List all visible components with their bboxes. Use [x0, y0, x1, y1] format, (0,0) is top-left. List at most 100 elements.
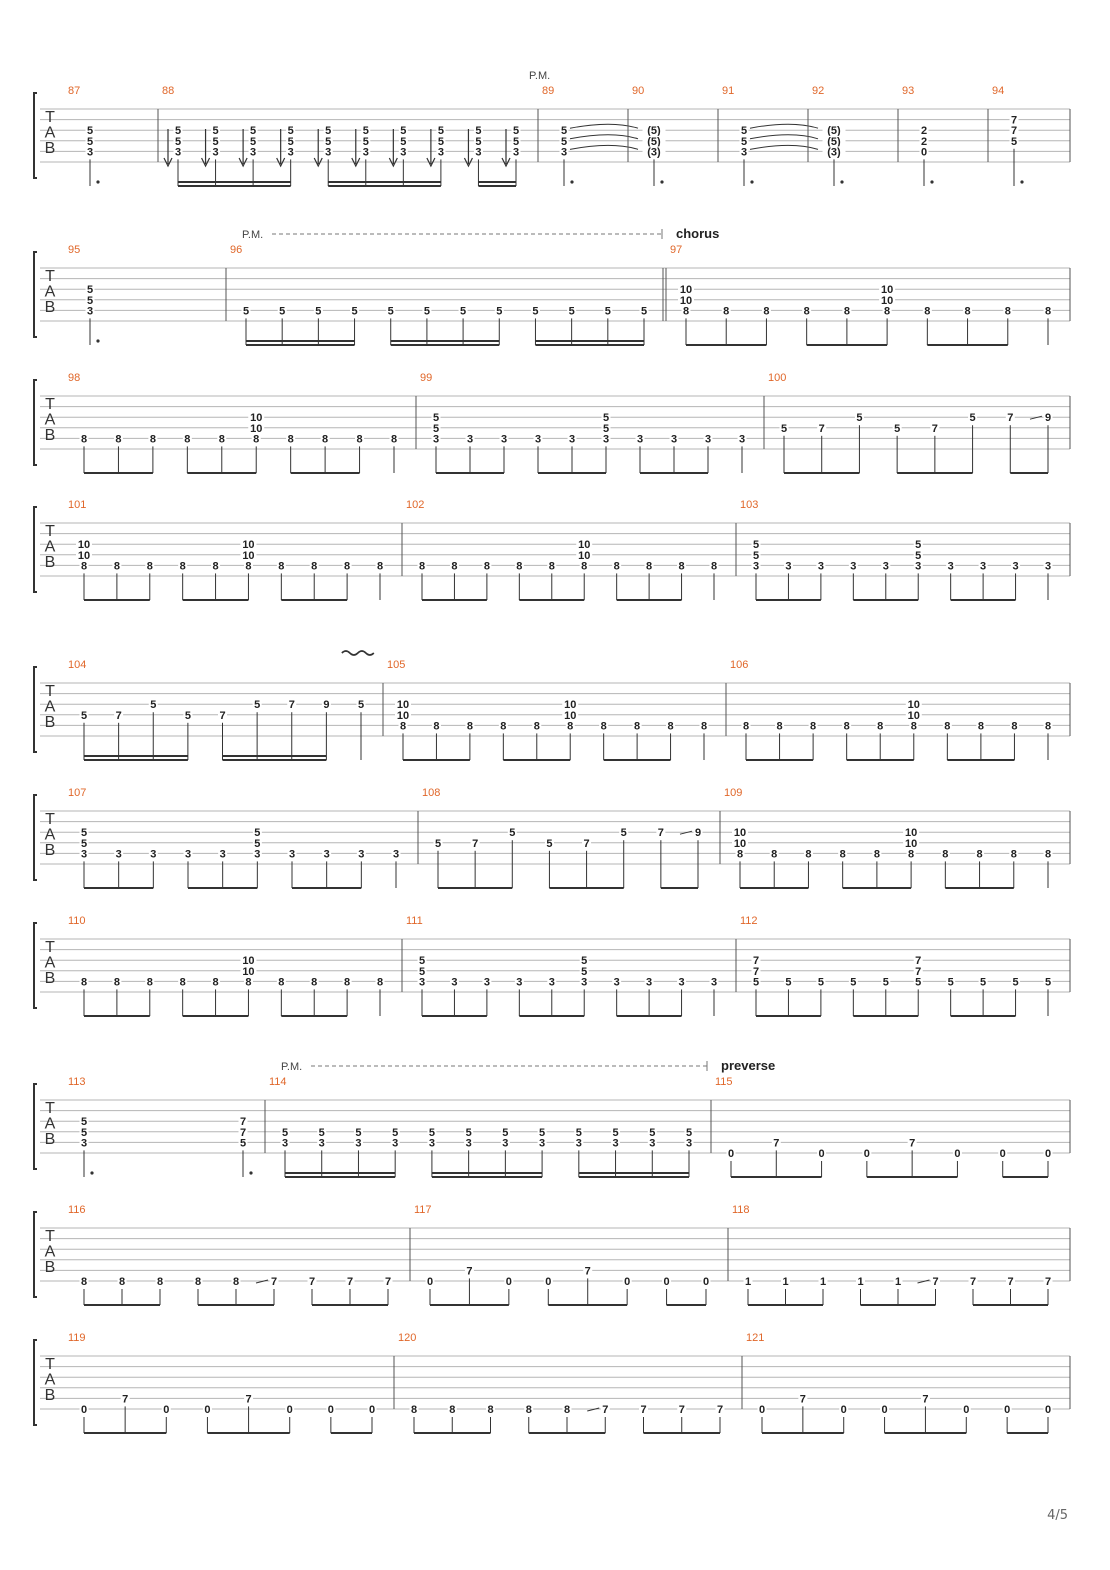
note-bg — [79, 837, 89, 849]
fret-number: 5 — [883, 976, 889, 988]
note-bg — [751, 976, 761, 988]
measure-number: 113 — [68, 1076, 86, 1088]
note-bg — [323, 125, 333, 137]
fret-number: 8 — [924, 305, 930, 317]
fret-number: 5 — [641, 305, 647, 317]
fret-number: 3 — [678, 976, 684, 988]
fret-number: 8 — [1011, 720, 1017, 732]
note-bg — [1043, 1276, 1053, 1287]
note-bg — [321, 699, 331, 711]
note-bg — [390, 1126, 400, 1138]
note-bg — [639, 305, 649, 317]
note-bg — [395, 699, 411, 711]
note-bg — [775, 720, 785, 732]
note-bg — [771, 1137, 781, 1149]
fret-number: 5 — [546, 838, 552, 850]
note-bg — [952, 1148, 962, 1159]
fret-number: 10 — [881, 284, 893, 296]
note-bg — [183, 709, 193, 721]
note-bg — [473, 125, 483, 137]
fret-number: 7 — [240, 1127, 246, 1139]
fret-number: 8 — [81, 433, 87, 445]
tab-clef-letter: T — [45, 811, 55, 828]
note-bg — [1011, 976, 1021, 988]
downstroke-arrow — [426, 129, 436, 168]
fret-number: 3 — [254, 848, 260, 860]
note-bg — [145, 976, 155, 988]
fret-number: 8 — [278, 976, 284, 988]
note-bg — [741, 720, 751, 732]
fret-number: 3 — [637, 433, 643, 445]
note-bg — [85, 294, 95, 306]
tab-clef-letter: T — [45, 939, 55, 956]
fret-number: (5) — [827, 125, 841, 137]
fret-number: 5 — [513, 125, 519, 137]
fret-number: 8 — [449, 1404, 455, 1416]
fret-number: 0 — [664, 1276, 670, 1288]
tie-arc — [569, 144, 639, 150]
note-bg — [85, 146, 95, 158]
note-bg — [537, 1137, 547, 1149]
fret-number: 5 — [325, 125, 331, 137]
note-bg — [356, 848, 366, 860]
note-bg — [473, 146, 483, 158]
note-bg — [751, 560, 761, 572]
fret-number: 8 — [147, 560, 153, 572]
note-bg — [565, 720, 575, 732]
tab-clef-letter: T — [45, 1356, 55, 1373]
measure-number: 91 — [722, 85, 734, 97]
note-bg — [838, 848, 848, 860]
system-bracket — [33, 666, 37, 753]
fret-number: 8 — [683, 305, 689, 317]
note-bg — [726, 1148, 736, 1159]
note-bg — [1043, 560, 1053, 572]
note-bg — [326, 1404, 336, 1415]
fret-number: 3 — [513, 146, 519, 158]
note-bg — [854, 412, 864, 424]
note-bg — [251, 433, 261, 445]
note-bg — [148, 433, 158, 445]
fret-number: 8 — [1005, 305, 1011, 317]
note-bg — [465, 720, 475, 732]
note-bg — [576, 549, 593, 561]
fret-number: 3 — [467, 433, 473, 445]
note-bg — [120, 1393, 130, 1405]
fret-number: 3 — [400, 146, 406, 158]
measure-number: 112 — [740, 915, 758, 927]
fret-number: 5 — [358, 699, 364, 711]
note-bg — [1003, 305, 1013, 317]
note-bg — [737, 433, 747, 445]
fret-number: 5 — [81, 838, 87, 850]
note-bg — [76, 539, 92, 551]
note-bg — [464, 1126, 474, 1138]
note-bg — [905, 699, 922, 711]
note-bg — [732, 827, 748, 839]
slide-mark — [1029, 415, 1043, 420]
fret-number: 0 — [819, 1148, 825, 1160]
fret-number: 8 — [1011, 848, 1017, 860]
note-bg — [511, 135, 521, 147]
fret-number: 5 — [686, 1127, 692, 1139]
note-bg — [739, 125, 749, 137]
note-bg — [79, 848, 89, 860]
note-bg — [511, 125, 521, 137]
fret-number: 2 — [921, 125, 927, 137]
fret-number: 3 — [649, 1137, 655, 1149]
measure-number: 101 — [68, 499, 86, 511]
note-bg — [906, 848, 916, 860]
tie-arc — [749, 123, 819, 129]
note-bg — [783, 560, 793, 572]
note-bg — [1005, 412, 1015, 424]
fret-number: 8 — [964, 305, 970, 317]
note-bg — [85, 284, 95, 296]
measure-number: 88 — [162, 85, 174, 97]
fret-number: 10 — [905, 838, 917, 850]
fret-number: 5 — [1011, 136, 1017, 148]
fret-number: 5 — [576, 1127, 582, 1139]
fret-number: 0 — [1045, 1404, 1051, 1416]
fret-number: 5 — [419, 966, 425, 978]
fret-number: 8 — [844, 720, 850, 732]
fret-number: 0 — [728, 1148, 734, 1160]
fret-number: 3 — [220, 848, 226, 860]
fret-number: 0 — [427, 1276, 433, 1288]
